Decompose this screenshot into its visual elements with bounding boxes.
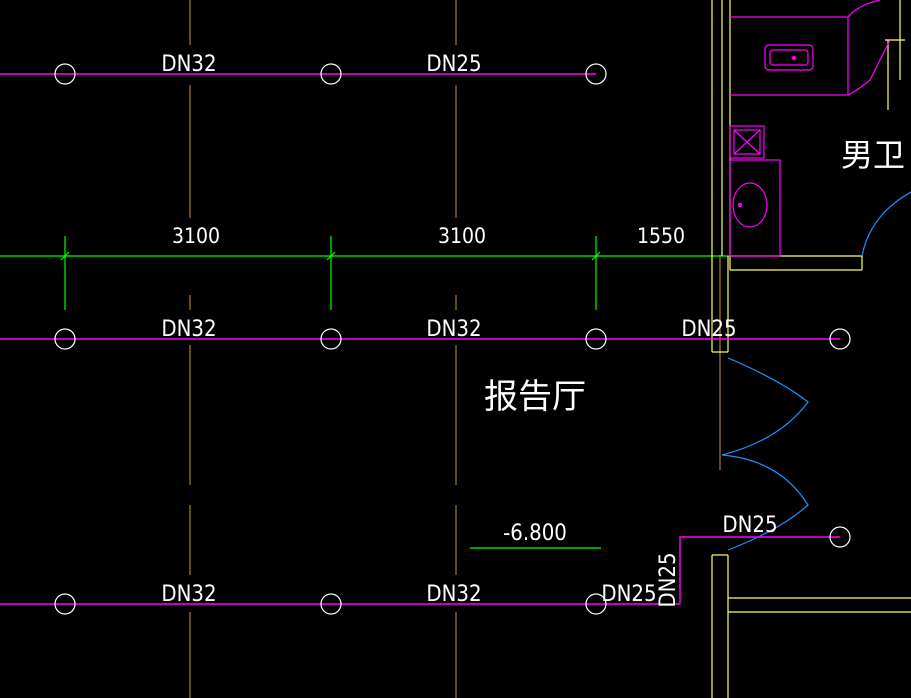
partition [730, 16, 849, 96]
pipes [0, 73, 840, 605]
room-label-restroom: 男卫 [841, 136, 905, 174]
pipe-label: DN32 [161, 52, 216, 77]
pipe-label-vertical: DN25 [656, 552, 681, 607]
sprinkler-head [320, 63, 342, 85]
pipe-label: DN25 [681, 317, 736, 342]
sprinkler-head [54, 63, 76, 85]
door-arc-3 [861, 191, 911, 257]
grid-axis-lines [189, 0, 721, 698]
pipe-label: DN32 [161, 582, 216, 607]
pipe-branch [679, 536, 840, 604]
sprinkler-head [54, 593, 76, 615]
urinal-fixture [764, 44, 814, 71]
sprinkler-head [320, 328, 342, 350]
pipe-label-branch: DN25 [722, 513, 777, 538]
pipe-label: DN32 [426, 317, 481, 342]
pipe-label: DN32 [161, 317, 216, 342]
pipe-labels: DN32 DN25 DN32 DN32 DN25 DN32 DN32 DN25 … [161, 52, 777, 608]
sprinkler-head [829, 328, 851, 350]
dimension-value: 3100 [438, 224, 486, 248]
sprinkler-head [585, 328, 607, 350]
dimension-values: 3100 3100 1550 [172, 224, 685, 248]
pipe-label: DN25 [601, 582, 656, 607]
sprinkler-head [585, 63, 607, 85]
dimension-value: 1550 [637, 224, 685, 248]
room-label-hall: 报告厅 [484, 377, 586, 417]
doors [721, 191, 911, 551]
sprinkler-head [829, 526, 851, 548]
wash-basin-counter [729, 159, 781, 257]
dimension-value: 3100 [172, 224, 220, 248]
sprinkler-heads [54, 63, 851, 615]
floor-drain [729, 125, 765, 159]
door-arc-1 [721, 357, 809, 456]
walls [711, 0, 911, 698]
pipe-label: DN32 [426, 582, 481, 607]
sprinkler-head [54, 328, 76, 350]
pipe-label: DN25 [426, 52, 481, 77]
wash-basin [732, 182, 768, 228]
sprinkler-head [320, 593, 342, 615]
sprinkler-head [585, 593, 607, 615]
restroom-fixtures [729, 0, 891, 257]
elevation-label: -6.800 [503, 521, 567, 546]
dimension-line [0, 236, 730, 310]
